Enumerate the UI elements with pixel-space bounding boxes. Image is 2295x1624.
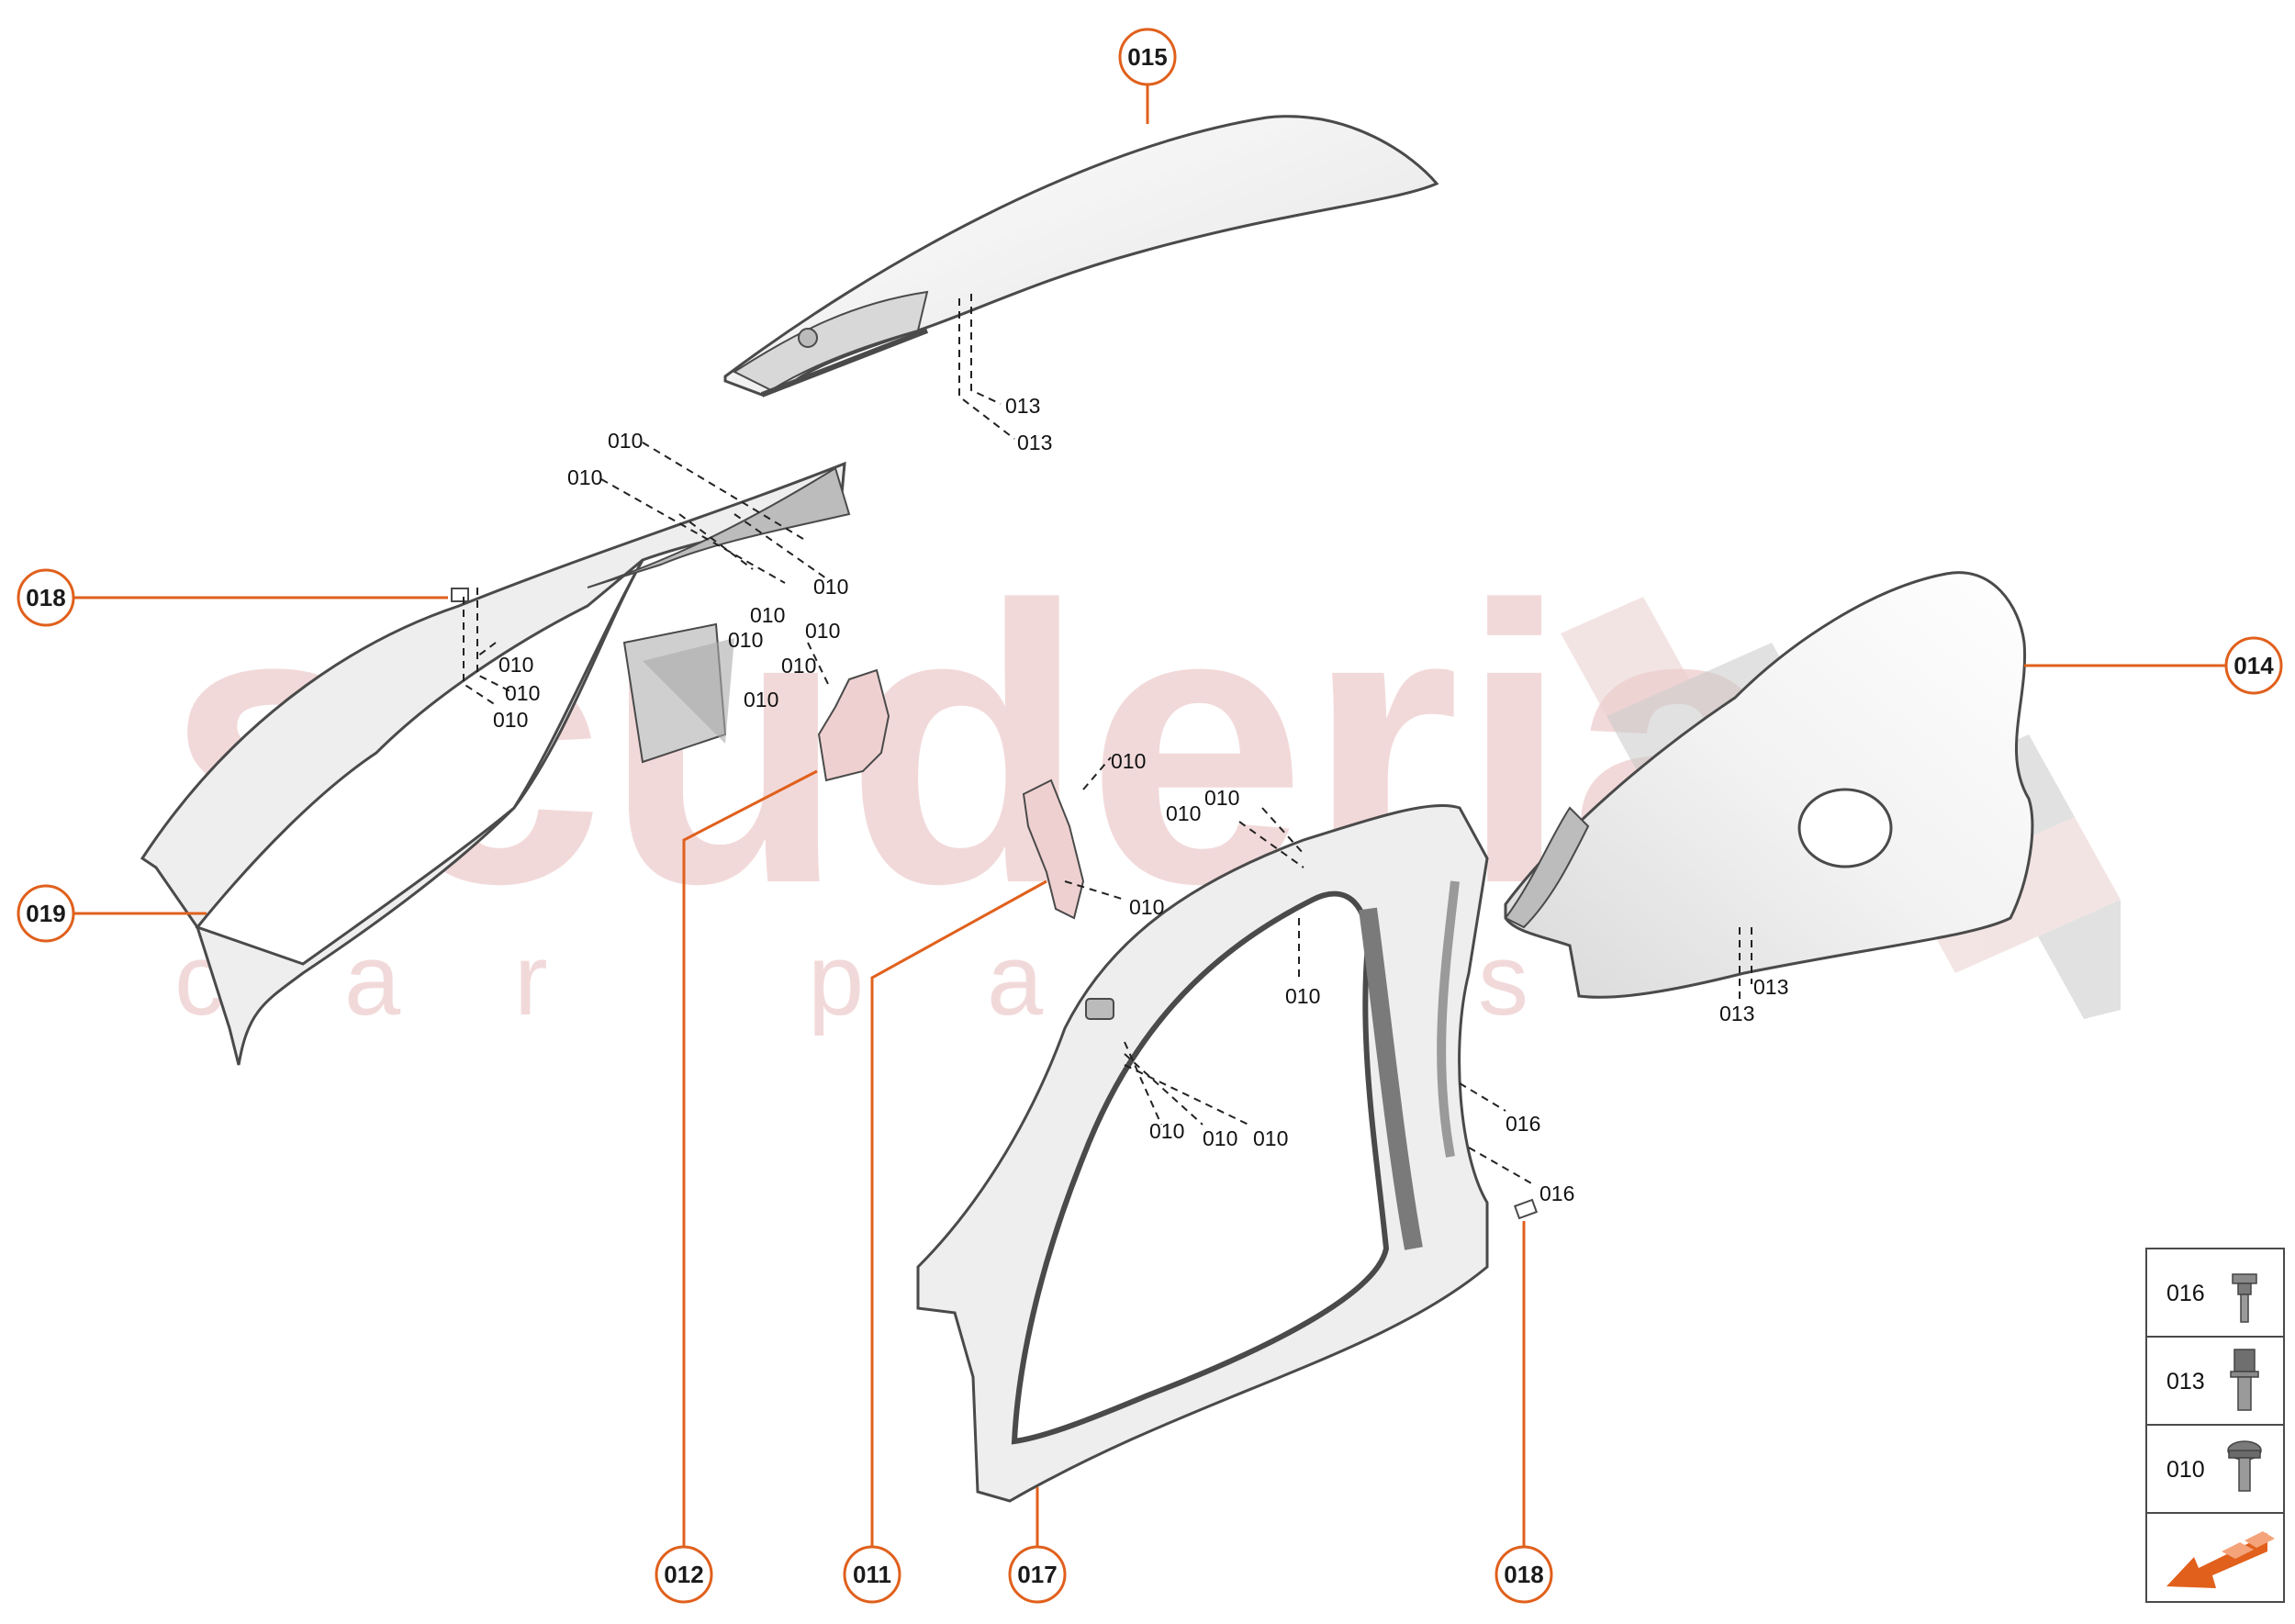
callout-label: 012 xyxy=(664,1561,703,1588)
part-label: 010 xyxy=(1129,895,1164,919)
bolt-flange-icon xyxy=(2232,1273,2257,1323)
part-label: 010 xyxy=(1111,749,1146,773)
bolt-torx-icon xyxy=(2227,1440,2262,1492)
bolt-hex-icon xyxy=(2230,1349,2259,1411)
legend-code: 016 xyxy=(2166,1281,2205,1306)
legend-code: 013 xyxy=(2166,1369,2205,1394)
part-label: 010 xyxy=(505,681,540,705)
orientation-arrow-icon[interactable] xyxy=(2166,1531,2275,1588)
part-label: 010 xyxy=(781,654,816,678)
bracket-panel-011 xyxy=(1022,778,1085,920)
clip-part xyxy=(1513,1198,1539,1220)
legend-row-016[interactable]: 016 xyxy=(2166,1273,2257,1323)
part-label: 010 xyxy=(805,619,840,643)
callout-label: 017 xyxy=(1017,1561,1057,1588)
part-label: 010 xyxy=(498,653,533,677)
watermark-letter: a xyxy=(987,924,1044,1036)
part-label: 010 xyxy=(1203,1126,1237,1150)
callout-label: 018 xyxy=(1504,1561,1543,1588)
callout-018-left[interactable]: 018 xyxy=(17,568,448,627)
part-label: 010 xyxy=(1166,801,1201,825)
part-label: 010 xyxy=(1149,1119,1184,1143)
callout-011[interactable]: 011 xyxy=(843,879,1047,1604)
legend-row-010[interactable]: 010 xyxy=(2166,1440,2262,1492)
callout-012[interactable]: 012 xyxy=(655,769,818,1604)
part-label: 013 xyxy=(1005,394,1040,418)
leader-lines-010 xyxy=(463,442,1534,1185)
callout-label: 014 xyxy=(2233,652,2274,679)
clip-part xyxy=(451,588,469,602)
part-label: 013 xyxy=(1753,975,1788,999)
callout-label: 011 xyxy=(853,1561,891,1588)
part-label: 016 xyxy=(1506,1112,1540,1136)
part-label: 010 xyxy=(728,628,763,652)
watermark-letter: p xyxy=(808,924,864,1036)
watermark-letter: s xyxy=(1478,924,1528,1036)
bracket-panel-012 xyxy=(817,668,890,782)
callout-014[interactable]: 014 xyxy=(2024,636,2283,695)
part-label: 010 xyxy=(744,688,778,711)
callout-label: 019 xyxy=(26,900,65,927)
part-label: 010 xyxy=(608,429,643,453)
leader-013-roof xyxy=(958,294,1015,440)
part-label: 010 xyxy=(1285,984,1320,1008)
part-label: 013 xyxy=(1017,431,1052,454)
watermark-letter: r xyxy=(514,924,548,1036)
part-label: 010 xyxy=(813,575,848,599)
callout-019[interactable]: 019 xyxy=(17,884,207,943)
part-label: 010 xyxy=(750,603,785,627)
legend-row-013[interactable]: 013 xyxy=(2166,1349,2259,1411)
part-label: 010 xyxy=(493,708,528,732)
roof-rail-panel xyxy=(723,115,1439,398)
callout-label: 018 xyxy=(26,584,65,611)
callout-018-bottom[interactable]: 018 xyxy=(1495,1221,1553,1604)
watermark-letter: a xyxy=(344,924,401,1036)
callout-label: 015 xyxy=(1127,43,1167,71)
leader-013-fender xyxy=(1739,927,1752,1001)
part-label: 013 xyxy=(1719,1002,1754,1025)
legend-code: 010 xyxy=(2166,1457,2205,1483)
body-side-outer-panel xyxy=(916,803,1489,1503)
part-label: 016 xyxy=(1539,1182,1574,1205)
fastener-legend: 016 013 010 xyxy=(2145,1248,2285,1603)
rear-fender-panel xyxy=(1504,571,2034,999)
part-label: 010 xyxy=(1204,786,1239,810)
callout-015[interactable]: 015 xyxy=(1118,28,1177,124)
body-side-inner-panel xyxy=(140,461,851,1066)
part-label: 010 xyxy=(1253,1126,1288,1150)
part-label: 010 xyxy=(567,465,602,489)
callout-017[interactable]: 017 xyxy=(1008,1487,1067,1604)
